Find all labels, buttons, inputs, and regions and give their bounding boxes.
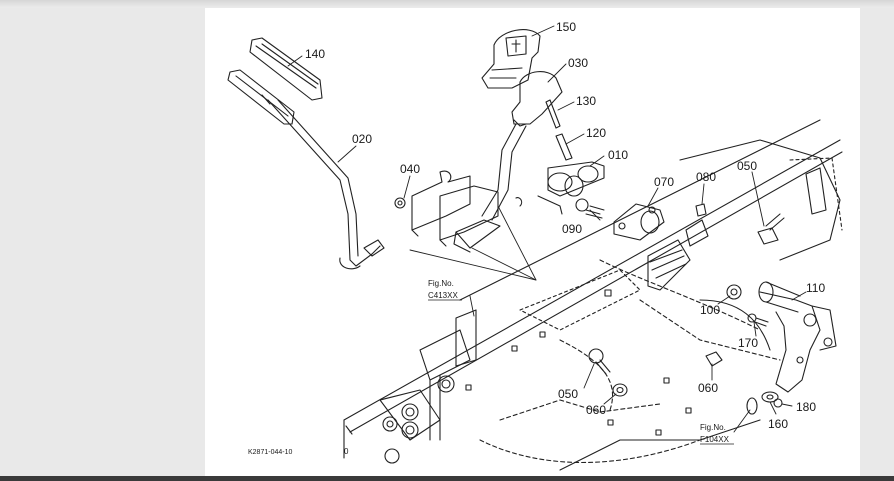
drawing-code: K2871-044-10 — [248, 449, 292, 456]
viewer-bottom-bar — [0, 476, 894, 481]
label-090: 090 — [562, 222, 582, 236]
figure-ref-c413[interactable]: Fig.No. C413XX — [428, 279, 462, 301]
flange-070 — [613, 203, 665, 241]
figure-ref-c413-line1: Fig.No. — [428, 279, 454, 288]
lever-rod — [453, 123, 527, 253]
label-100: 100 — [700, 303, 720, 317]
label-030: 030 — [568, 56, 588, 70]
nut-060-right — [705, 351, 723, 367]
pedal-arm-020 — [267, 99, 385, 270]
nut-060-lower — [612, 383, 628, 397]
lever-arm-110 — [758, 281, 837, 393]
corner-mark: 0 — [344, 447, 349, 456]
label-050-upper: 050 — [737, 159, 757, 173]
label-160: 160 — [768, 417, 788, 431]
nut-100 — [726, 284, 742, 300]
bolt-090 — [575, 198, 605, 219]
figure-ref-c413-line2: C413XX — [428, 291, 458, 300]
collar-120 — [555, 133, 573, 161]
bracket-plates-040 — [394, 170, 499, 247]
label-180: 180 — [796, 400, 816, 414]
knob-cap-150 — [481, 29, 541, 89]
label-050-lower: 050 — [558, 387, 578, 401]
frame-plate — [343, 119, 843, 471]
bolt-050-upper — [757, 213, 785, 245]
nut-080 — [695, 203, 707, 217]
clip-washer — [746, 397, 758, 415]
label-170: 170 — [738, 336, 758, 350]
figure-ref-f104-line2: F104XX — [700, 435, 730, 444]
label-010: 010 — [608, 148, 628, 162]
shaft-boss-010 — [537, 161, 605, 215]
label-060-right: 060 — [698, 381, 718, 395]
label-060-lower: 060 — [586, 403, 606, 417]
figure-ref-f104[interactable]: Fig.No. F104XX — [700, 423, 734, 445]
label-020: 020 — [352, 132, 372, 146]
label-080: 080 — [696, 170, 716, 184]
label-140: 140 — [305, 47, 325, 61]
label-110: 110 — [806, 281, 825, 295]
viewer-top-shadow — [0, 0, 894, 8]
lever-grip-030 — [511, 71, 563, 127]
label-120: 120 — [586, 126, 606, 140]
frame-fasteners — [382, 289, 692, 464]
pin-130 — [545, 99, 561, 129]
label-070: 070 — [654, 175, 674, 189]
part-labels: 150 140 030 130 120 020 010 040 070 080 … — [305, 20, 825, 431]
pedal-pad-140 — [227, 37, 323, 125]
leader-lines — [287, 25, 807, 433]
bolt-170 — [747, 313, 769, 327]
figure-ref-f104-line1: Fig.No. — [700, 423, 726, 432]
label-150: 150 — [556, 20, 576, 34]
label-130: 130 — [576, 94, 596, 108]
nut-180 — [773, 398, 783, 408]
label-040: 040 — [400, 162, 420, 176]
bolt-050-lower — [588, 348, 611, 375]
